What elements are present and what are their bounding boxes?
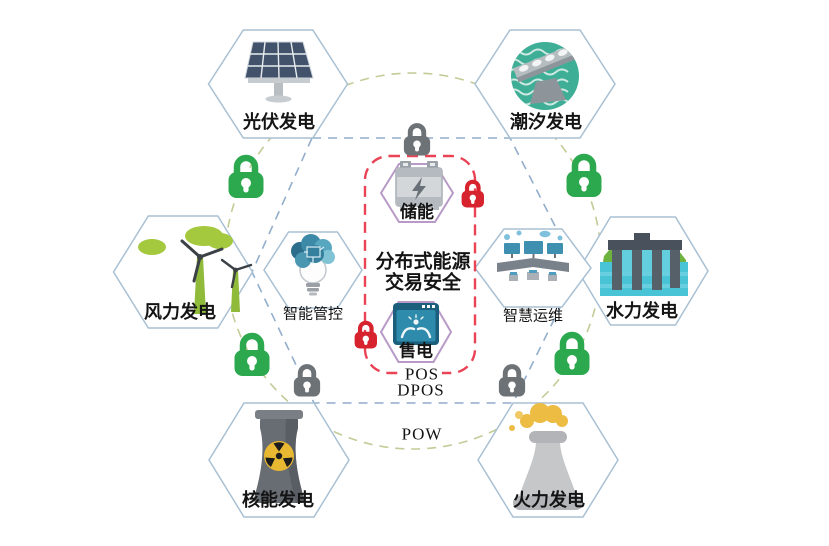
battery-icon: [395, 161, 443, 210]
green-lock-icon: [229, 158, 264, 198]
node-label-sell: 售电: [399, 341, 433, 361]
tidal-dam-icon: [511, 42, 579, 110]
center-title-line2: 交易安全: [384, 272, 462, 294]
node-label-pv: 光伏发电: [243, 112, 315, 132]
green-lock-icon: [555, 335, 590, 375]
node-label-storage: 储能: [400, 202, 434, 222]
node-label-hydro: 水力发电: [606, 301, 678, 321]
consensus-label-pos: POS: [401, 365, 443, 383]
green-lock-icon: [567, 157, 602, 197]
thermal-plant-icon: [509, 403, 583, 510]
gray-lock-icon: [404, 126, 430, 156]
red-lock-icon: [355, 323, 377, 349]
node-label-mgmt: 智能管控: [282, 306, 344, 323]
node-label-wind: 风力发电: [144, 302, 216, 322]
node-label-nuclear: 核能发电: [242, 490, 314, 510]
solar-panel-icon: [244, 41, 314, 103]
node-label-thermal: 火力发电: [513, 490, 585, 510]
consensus-label-dpos: DPOS: [397, 380, 445, 400]
control-room-icon: [497, 230, 569, 281]
wind-turbine-icon: [138, 226, 253, 314]
hydro-dam-icon: [600, 233, 688, 296]
hexagon-ops: [474, 228, 592, 308]
sell-power-icon: [393, 303, 439, 345]
center-title-line1: 分布式能源: [375, 251, 471, 273]
green-lock-icon: [235, 336, 270, 376]
node-label-ops: 智慧运维: [502, 308, 564, 325]
red-lock-icon: [462, 182, 484, 208]
security-boundary-box: [363, 154, 477, 375]
smart-bulb-icon: [291, 234, 335, 296]
node-label-tidal: 潮汐发电: [510, 112, 582, 132]
consensus-label-pow: POW: [401, 424, 443, 444]
gray-lock-icon: [294, 367, 320, 397]
gray-lock-icon: [499, 367, 525, 397]
nuclear-plant-icon: [253, 410, 305, 503]
